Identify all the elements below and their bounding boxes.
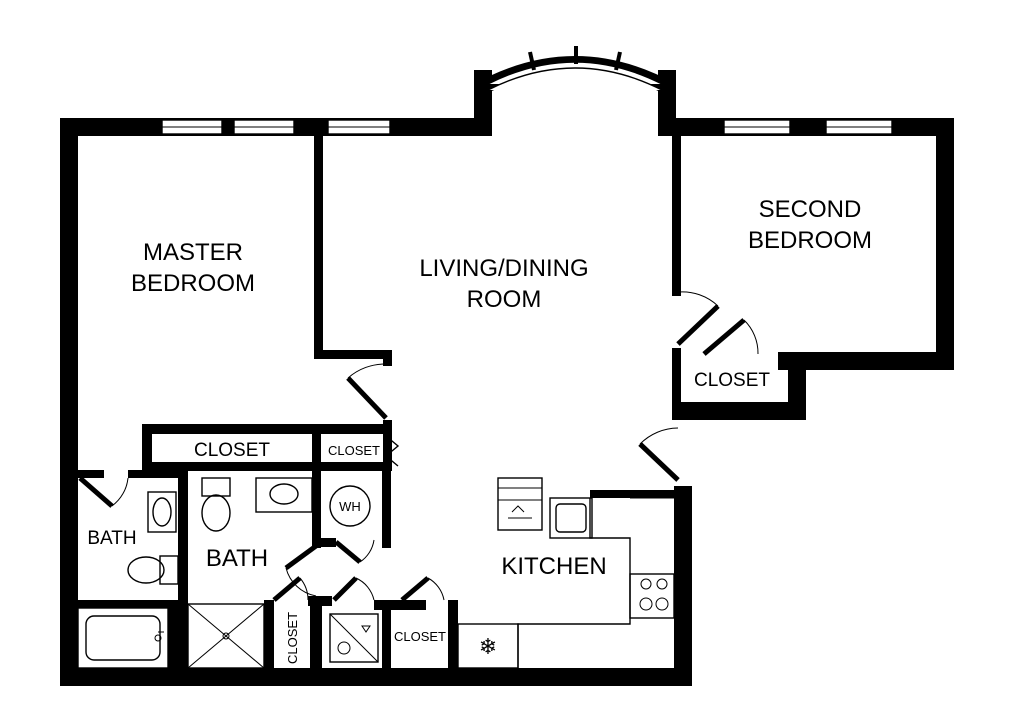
door-main-bath[interactable] [284, 543, 318, 597]
room-label-bath-small: BATH [87, 528, 136, 549]
door-living-right[interactable] [638, 427, 680, 482]
room-label-master-1: MASTER [143, 239, 243, 266]
room-label-second-1: SECOND [759, 196, 862, 223]
svg-text:❄: ❄ [479, 634, 497, 659]
door-vertical-closet[interactable] [272, 576, 309, 602]
washer-icon [329, 613, 379, 663]
snowflake-icon: ❄ [457, 623, 519, 669]
room-label-living-2: ROOM [467, 286, 542, 313]
toilet-icon [201, 477, 231, 532]
water-heater-label: WH [339, 499, 361, 514]
door-second-bedroom[interactable] [676, 291, 720, 346]
closet-label-second: CLOSET [694, 370, 770, 391]
interior-walls [78, 136, 681, 686]
door-bottom-closet[interactable] [400, 576, 445, 602]
cooktop-icon [629, 573, 675, 619]
closet-label-bottom: CLOSET [394, 629, 446, 644]
room-label-kitchen: KITCHEN [501, 553, 606, 580]
room-label-second-2: BEDROOM [748, 227, 872, 254]
door-master-bedroom[interactable] [346, 363, 388, 420]
room-label-bath-main: BATH [206, 545, 268, 572]
door-second-closet[interactable] [702, 318, 759, 356]
shower-icon [187, 603, 265, 669]
sink-icon [255, 477, 313, 513]
fixtures: ❄ [77, 477, 675, 669]
sink-icon [549, 497, 593, 539]
closet-label-vertical: CLOSET [285, 612, 300, 664]
exterior-walls [60, 70, 954, 686]
door-small-bath[interactable] [78, 476, 129, 508]
bay-window [474, 46, 676, 100]
closet-label-master: CLOSET [194, 440, 270, 461]
room-label-living-1: LIVING/DINING [419, 255, 588, 282]
dishwasher-icon [497, 477, 543, 531]
door-washer[interactable] [332, 576, 375, 602]
door-water-heater[interactable] [334, 539, 375, 564]
doors [78, 291, 759, 602]
toilet-icon [127, 555, 179, 585]
windows [161, 119, 893, 135]
bathtub-icon [77, 607, 169, 669]
door-small-closet[interactable] [384, 435, 400, 467]
water-heater-icon [329, 485, 371, 527]
closet-label-small: CLOSET [328, 443, 380, 458]
room-label-master-2: BEDROOM [131, 270, 255, 297]
sink-icon [147, 491, 177, 533]
room-labels: MASTER BEDROOM LIVING/DINING ROOM SECOND… [87, 196, 872, 664]
